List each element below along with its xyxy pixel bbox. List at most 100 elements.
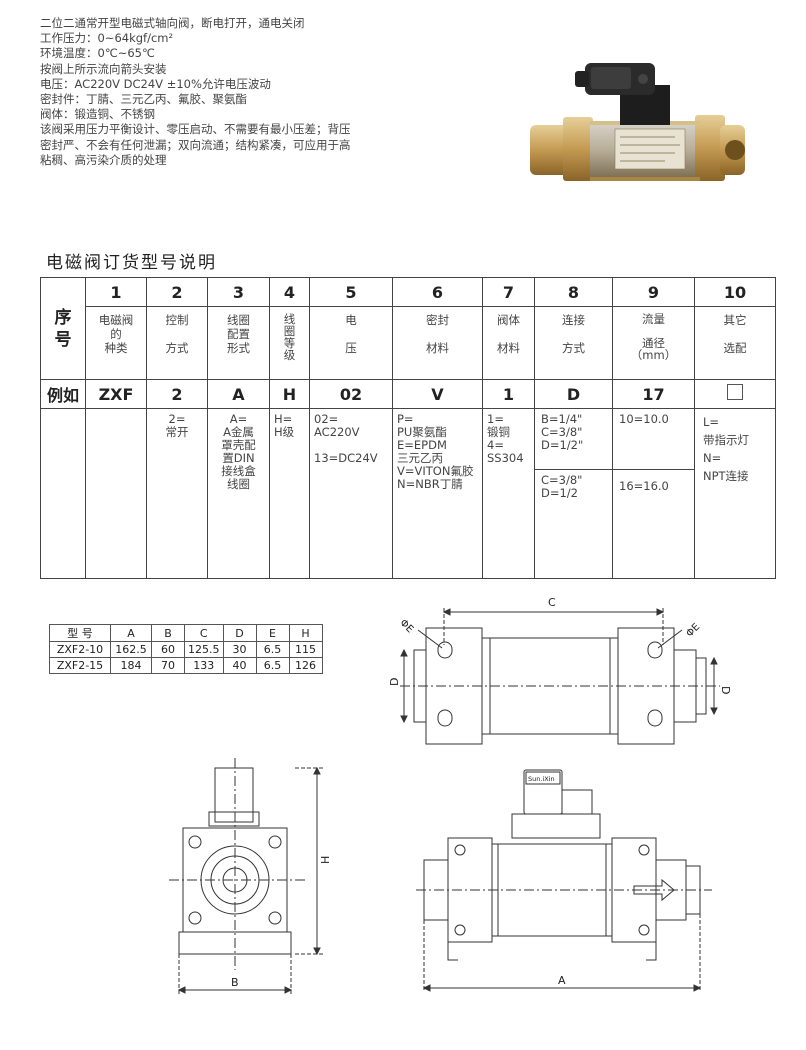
intro-line: 密封严、不会有任何泄漏；双向流通；结构紧凑，可应用于高	[40, 137, 351, 152]
dim-header: C	[184, 624, 224, 642]
dim-cell: ZXF2-10	[49, 641, 111, 658]
seq-label: 序号	[54, 307, 72, 350]
example-value: 02	[309, 379, 393, 409]
dim-cell: 6.5	[255, 657, 290, 674]
side-view-drawing: H B	[169, 758, 332, 994]
dim-cell: 70	[151, 657, 185, 674]
col-number: 3	[207, 277, 270, 307]
option-cell: P= PU聚氨酯 E=EPDM 三元乙丙 V=VITON氟胶 N=NBR丁腈	[392, 408, 483, 579]
option-cell: L= 带指示灯 N= NPT连接	[694, 408, 776, 579]
label-d-right: D	[719, 686, 732, 694]
example-value: V	[392, 379, 483, 409]
option-cell-flow: 10=10.0 16=16.0	[612, 408, 695, 579]
col-description: 连接 方式	[534, 306, 613, 380]
flow-options-a: 10=10.0	[613, 409, 694, 470]
flow-options-b: 16=16.0	[619, 479, 669, 493]
intro-line: 环境温度：0℃~65℃	[40, 46, 155, 61]
brand-label: Sun.iXin	[528, 775, 555, 783]
intro-line: 该阀采用压力平衡设计、零压启动、不需要有最小压差；背压	[40, 122, 351, 137]
dimension-table: 型 号 A B C D E H ZXF2-10 162.5 60 125.5 3…	[49, 624, 323, 674]
intro-line: 阀体：锻造铜、不锈钢	[40, 107, 155, 122]
label-phi-e-left: ΦE	[397, 618, 415, 636]
seq-header: 序号	[40, 277, 86, 380]
option-cell	[40, 408, 86, 579]
dim-cell: ZXF2-15	[49, 657, 111, 674]
col-number: 8	[534, 277, 613, 307]
example-value: H	[269, 379, 310, 409]
col-number: 10	[694, 277, 776, 307]
col-number: 4	[269, 277, 310, 307]
dim-cell: 60	[151, 641, 185, 658]
example-value: D	[534, 379, 613, 409]
col-number: 6	[392, 277, 483, 307]
intro-line: 密封件：丁腈、三元乙丙、氟胶、聚氨酯	[40, 92, 247, 107]
label-a: A	[558, 974, 566, 987]
col-number: 2	[146, 277, 208, 307]
col-description: 线 圈 等 级	[269, 306, 310, 380]
label-b: B	[231, 976, 239, 989]
example-value: ZXF	[85, 379, 147, 409]
dim-cell: 184	[110, 657, 152, 674]
dim-cell: 162.5	[110, 641, 152, 658]
intro-line: 电压：AC220V DC24V ±10%允许电压波动	[40, 76, 271, 91]
option-cell: A= A金属 罩壳配 置DIN 接线盒 线圈	[207, 408, 270, 579]
dim-cell: 125.5	[184, 641, 224, 658]
label-d-left: D	[388, 678, 401, 686]
dim-header: D	[222, 624, 257, 642]
dim-cell: 40	[222, 657, 257, 674]
intro-line: 工作压力：0~64kgf/cm²	[40, 31, 174, 46]
dim-cell: 30	[222, 641, 257, 658]
dim-cell: 115	[288, 641, 323, 658]
example-value: A	[207, 379, 270, 409]
col-number: 1	[85, 277, 147, 307]
dim-cell: 133	[184, 657, 224, 674]
col-description: 电 压	[309, 306, 393, 380]
intro-line: 二位二通常开型电磁式轴向阀，断电打开，通电关闭	[40, 16, 305, 30]
dim-cell: 6.5	[255, 641, 290, 658]
example-value: 2	[146, 379, 208, 409]
example-label: 例如	[40, 379, 86, 409]
order-code-table: 序号 1 2 3 4 5 6 7 8 9 10 电磁阀 的 种类 控制 方式 线…	[40, 277, 776, 579]
option-cell	[85, 408, 147, 579]
col-description: 控制 方式	[146, 306, 208, 380]
col-description: 线圈 配置 形式	[207, 306, 270, 380]
example-value: 1	[482, 379, 535, 409]
option-cell: 02= AC220V 13=DC24V	[309, 408, 393, 579]
dim-header: B	[151, 624, 185, 642]
col-number: 7	[482, 277, 535, 307]
label-c: C	[548, 596, 556, 609]
top-view-drawing: C D D ΦE ΦE	[388, 596, 732, 745]
intro-line: 粘稠、高污染介质的处理	[40, 152, 167, 167]
flow-arrow-icon	[633, 878, 675, 902]
front-view-drawing: Sun.iXin A	[416, 769, 712, 992]
valve-product-photo	[530, 63, 745, 181]
dim-header: E	[255, 624, 290, 642]
example-empty-box	[694, 379, 776, 409]
col-description: 阀体 材料	[482, 306, 535, 380]
connection-options-a: B=1/4" C=3/8" D=1/2"	[535, 409, 612, 470]
intro-line: 按阀上所示流向箭头安装	[40, 61, 167, 76]
dim-header: A	[110, 624, 152, 642]
col-description: 流量 通径 （mm）	[612, 306, 695, 380]
label-h: H	[319, 856, 332, 864]
example-value: 17	[612, 379, 695, 409]
col-description: 密封 材料	[392, 306, 483, 380]
option-cell: 2= 常开	[146, 408, 208, 579]
label-phi-e-right: ΦE	[684, 622, 702, 640]
col-number: 5	[309, 277, 393, 307]
table-row: ZXF2-15 184 70 133 40 6.5 126	[49, 657, 323, 674]
order-section-title: 电磁阀订货型号说明	[46, 253, 217, 273]
option-cell-connection: B=1/4" C=3/8" D=1/2" C=3/8" D=1/2	[534, 408, 613, 579]
table-row: ZXF2-10 162.5 60 125.5 30 6.5 115	[49, 641, 323, 658]
intro-text: 二位二通常开型电磁式轴向阀，断电打开，通电关闭 工作压力：0~64kgf/cm²…	[40, 16, 460, 168]
col-description: 电磁阀 的 种类	[85, 306, 147, 380]
dim-cell: 126	[288, 657, 323, 674]
col-description: 其它 选配	[694, 306, 776, 380]
option-cell: 1= 锻铜 4= SS304	[482, 408, 535, 579]
option-cell: H= H级	[269, 408, 310, 579]
empty-checkbox-icon	[727, 384, 743, 400]
connection-options-b: C=3/8" D=1/2	[541, 473, 583, 500]
dim-header: H	[288, 624, 323, 642]
dim-header: 型 号	[49, 624, 111, 642]
col-number: 9	[612, 277, 695, 307]
